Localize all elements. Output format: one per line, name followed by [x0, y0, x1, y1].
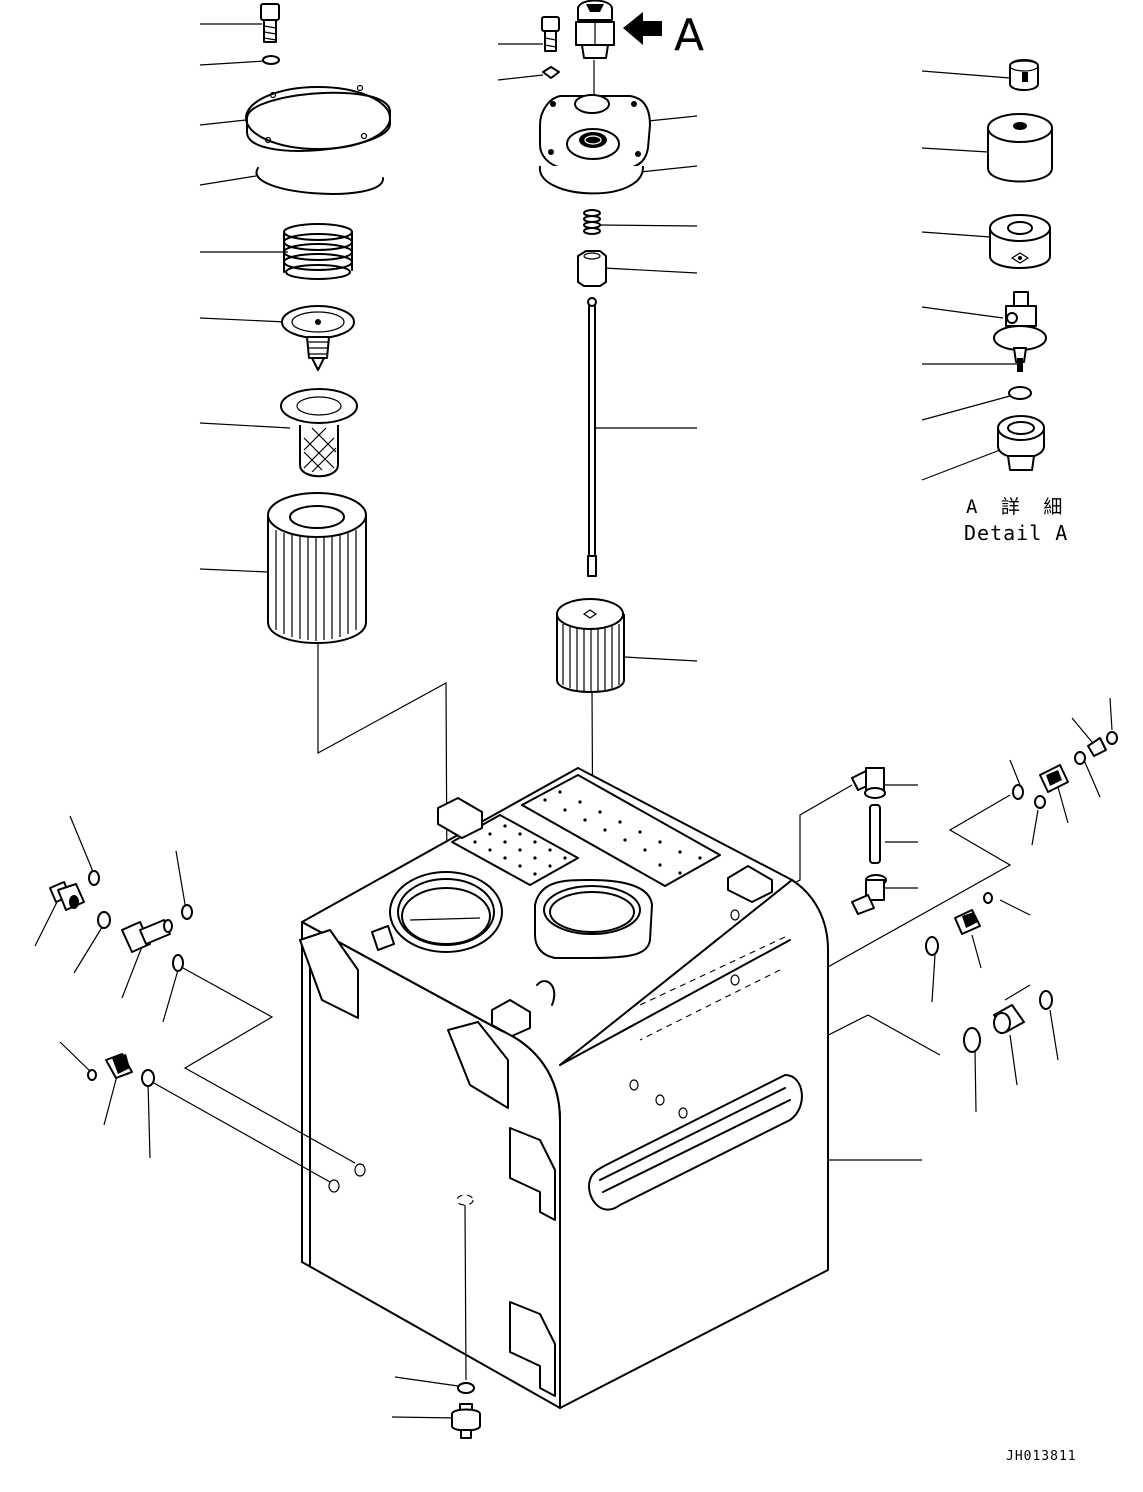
filter-element-icon: [556, 598, 625, 693]
elbow-fitting-icon: [851, 767, 886, 799]
o-ring-icon: [88, 870, 100, 886]
o-ring-icon: [1039, 990, 1053, 1010]
filter-port-icon: [389, 871, 503, 953]
mount-plate-icon: [509, 1301, 556, 1397]
adapter-icon: [1039, 764, 1069, 793]
right-side-fittings: [851, 731, 1118, 1053]
gasket-icon: [255, 167, 385, 195]
rod-icon: [587, 297, 597, 577]
cover-plate-icon: [245, 84, 391, 152]
washer-icon: [542, 66, 560, 79]
o-ring-icon: [87, 1069, 97, 1081]
cap-icon: [1009, 59, 1039, 91]
pipe-icon: [869, 804, 881, 864]
bracket-icon: [727, 865, 773, 903]
o-ring-icon: [1012, 784, 1024, 800]
filter-element-icon: [267, 492, 367, 644]
bolt-icon: [260, 3, 280, 43]
washer-icon: [262, 55, 280, 65]
tab-icon: [299, 929, 359, 1019]
elbow-fitting-icon: [49, 881, 85, 911]
o-ring-icon: [983, 892, 993, 904]
strainer-icon: [280, 388, 358, 478]
clip-icon: [536, 980, 556, 1006]
o-ring-icon: [1034, 795, 1046, 809]
detail-label-en: Detail A: [964, 521, 1068, 545]
valve-seat-icon: [989, 214, 1051, 269]
mount-plate-icon: [509, 1127, 556, 1221]
elbow-fitting-icon: [851, 874, 887, 915]
gasket-icon: [538, 165, 645, 195]
o-ring-icon: [1074, 751, 1086, 765]
clamp-icon: [371, 925, 395, 951]
o-ring-icon: [141, 1069, 155, 1087]
detail-label-jp: A 詳 細: [966, 496, 1068, 518]
nut-icon: [577, 250, 607, 287]
o-ring-icon: [925, 936, 939, 956]
valve-icon: [281, 305, 355, 371]
o-ring-icon: [181, 904, 193, 920]
valve-body-icon: [993, 291, 1047, 372]
adapter-icon: [954, 909, 981, 935]
return-port-icon: [534, 879, 653, 959]
weight-icon: [987, 113, 1053, 183]
bracket-icon: [491, 999, 531, 1037]
view-marker: A: [674, 10, 704, 61]
adapter-icon: [105, 1053, 133, 1079]
o-ring-icon: [172, 954, 184, 972]
drain-plug: [451, 1382, 481, 1439]
filler-filter-stack: A: [538, 0, 704, 693]
o-ring-icon: [1106, 731, 1118, 745]
assembly-lines: [151, 60, 1012, 1381]
breather-filter-stack: [245, 3, 391, 644]
spring-icon: [583, 209, 601, 235]
elbow-fitting-icon: [121, 919, 173, 953]
sight-gauge-icon: [588, 1074, 803, 1211]
o-ring-icon: [97, 911, 111, 929]
bolt-icon: [541, 16, 560, 52]
flange-cover-icon: [539, 94, 651, 169]
leader-lines: [34, 23, 1113, 1419]
hydraulic-tank: [299, 767, 829, 1409]
perforated-plate-icon: [451, 774, 721, 887]
drain-plug-icon: [451, 1403, 481, 1439]
o-ring-icon: [963, 1027, 981, 1053]
adapter-icon: [997, 415, 1045, 471]
arrow-left-icon: [623, 12, 662, 45]
detail-a-parts: A 詳 細 Detail A: [964, 59, 1068, 545]
o-ring-icon: [1008, 386, 1032, 400]
tab-icon: [447, 1021, 509, 1109]
o-ring-icon: [457, 1382, 475, 1394]
spring-icon: [283, 223, 353, 280]
bracket-icon: [437, 797, 483, 839]
valve-a-icon: [575, 0, 615, 59]
plug-icon: [993, 1004, 1025, 1034]
plug-icon: [1087, 737, 1107, 757]
drawing-code: JH013811: [1006, 1449, 1077, 1464]
left-side-fittings: [49, 870, 193, 1087]
